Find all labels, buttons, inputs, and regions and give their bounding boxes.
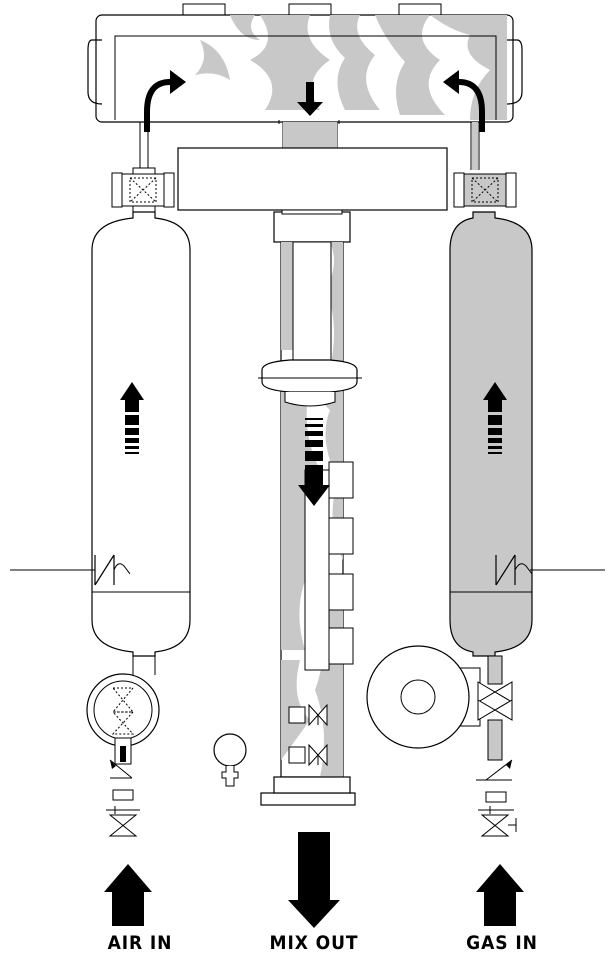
gas-in-arrow <box>476 864 524 926</box>
gas-in-label: GAS IN <box>466 932 538 954</box>
air-tank <box>10 211 191 657</box>
mixing-column <box>258 209 362 806</box>
mix-out-arrow <box>288 832 340 928</box>
gas-inlet-top-valve <box>453 172 517 208</box>
air-inlet-lower-valve <box>106 759 140 837</box>
mix-flow-down-arrow <box>298 418 330 506</box>
air-in-arrow <box>104 864 152 926</box>
gas-booster-pump <box>366 645 481 749</box>
manifold-block <box>139 121 480 211</box>
mix-out-label: MIX OUT <box>269 932 359 954</box>
gas-inlet-lower-valves <box>476 655 517 837</box>
gas-swirl-fill <box>195 15 507 120</box>
air-inlet-top-valve <box>111 167 175 213</box>
air-in-label: AIR IN <box>107 932 173 954</box>
air-inlet-pump <box>86 656 160 765</box>
gas-flow-up-arrow <box>483 382 507 454</box>
top-header-vessel <box>87 3 523 124</box>
pressure-gauge-icon <box>213 733 247 787</box>
gas-tank <box>449 211 605 657</box>
mix-check-valves <box>288 703 328 767</box>
air-flow-up-arrow <box>120 382 144 454</box>
